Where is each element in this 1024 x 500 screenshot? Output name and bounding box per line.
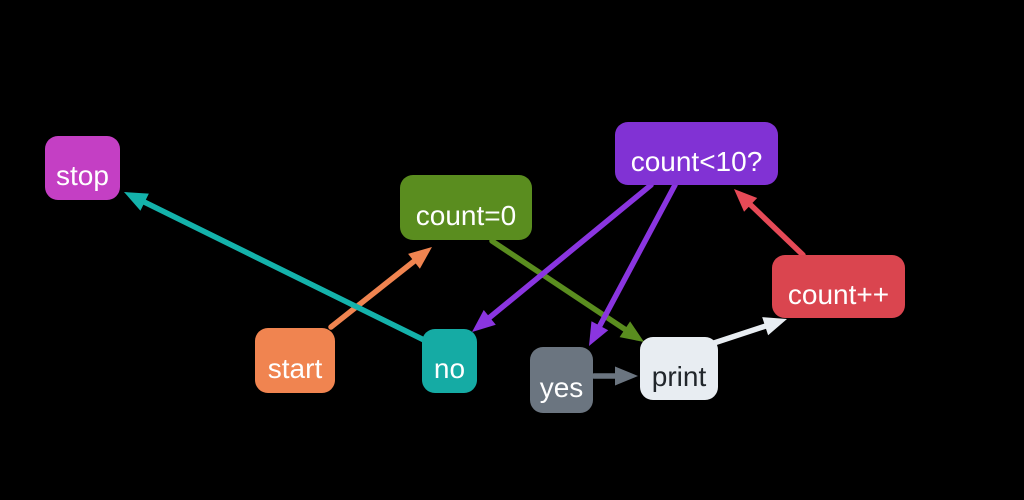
node-print: print [640,337,718,400]
edge-start-count0 [328,247,432,330]
edge-arrowhead [615,366,638,386]
edge-cond-no [472,182,654,332]
node-start: start [255,328,335,393]
edge-line [595,182,678,332]
edge-line [328,256,420,330]
edge-line [139,198,427,343]
edge-line [711,322,771,346]
node-label-no: no [433,353,466,384]
edge-arrowhead [589,321,609,346]
node-label-stop: stop [56,160,109,191]
node-stop: stop [45,136,120,200]
edge-line [745,200,806,258]
edge-cond-yes [589,182,678,346]
node-label-start: start [267,352,323,384]
edge-countpp-cond [734,189,806,258]
node-count0: count=0 [400,175,532,240]
edge-arrowhead [762,317,787,336]
node-label-print: print [651,360,707,392]
edge-arrowhead [472,310,496,332]
node-label-countpp: count++ [787,278,890,310]
edge-print-countpp [711,317,787,346]
edge-arrowhead [619,321,644,342]
edge-arrowhead [734,189,758,212]
node-countpp: count++ [772,255,905,318]
node-label-count0: count=0 [415,199,517,231]
node-cond: count<10? [615,122,778,185]
edge-yes-print [591,366,638,386]
node-yes: yes [530,347,593,413]
node-label-cond: count<10? [630,145,763,177]
edge-line [484,182,654,323]
edge-arrowhead [408,247,432,269]
node-no: no [422,329,477,393]
node-label-yes: yes [539,372,584,403]
edge-no-stop [124,192,427,343]
edge-arrowhead [124,192,149,211]
